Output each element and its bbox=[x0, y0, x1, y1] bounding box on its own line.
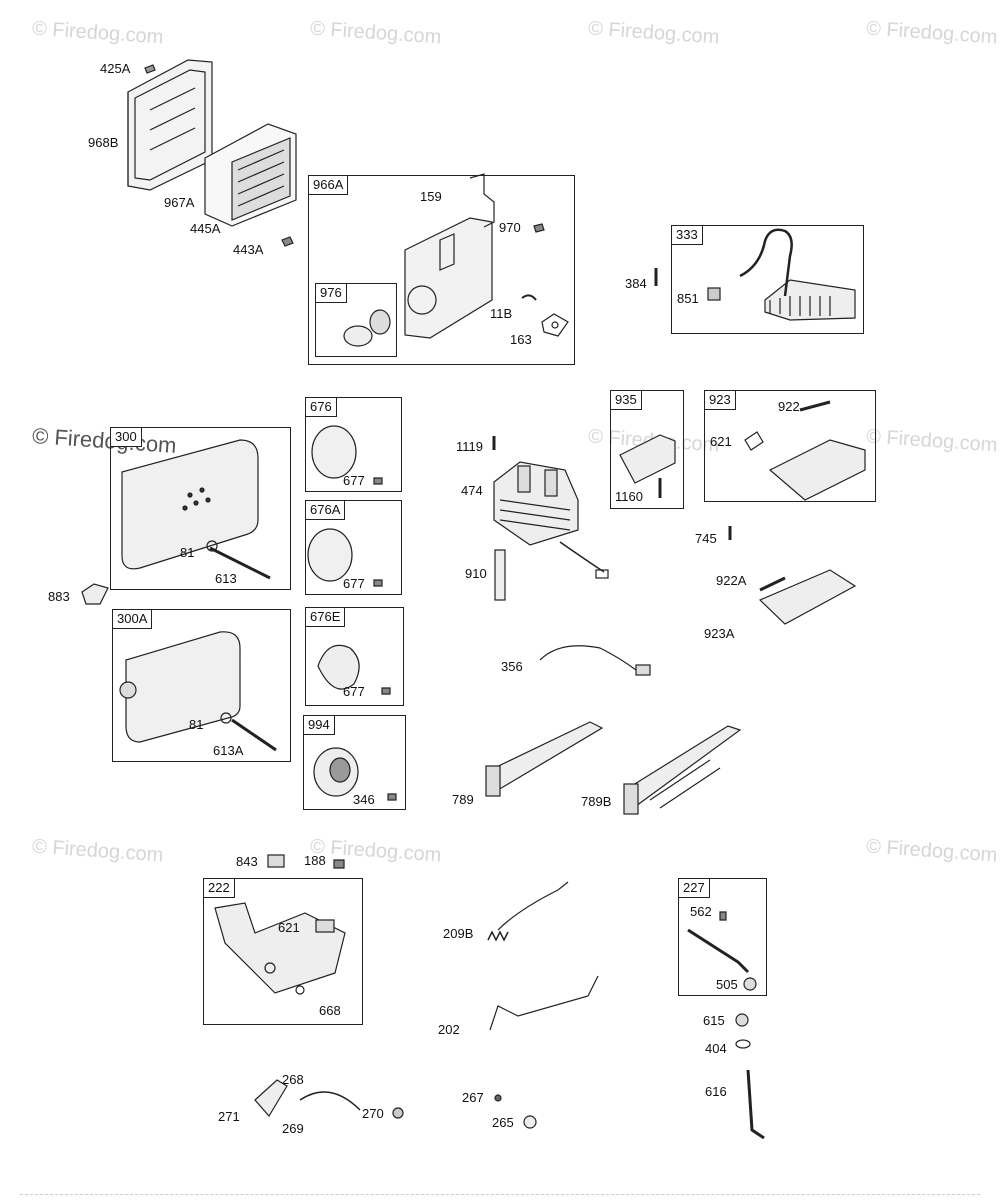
part-label: 443A bbox=[233, 242, 264, 257]
part-label: 789B bbox=[581, 794, 612, 809]
callout-tag: 976 bbox=[315, 283, 347, 303]
ignition-coil-drawing bbox=[654, 228, 856, 321]
heat-shield-drawings bbox=[307, 425, 397, 801]
part-label: 384 bbox=[625, 276, 647, 291]
harness-drawings bbox=[485, 721, 742, 815]
part-label: 356 bbox=[501, 659, 523, 674]
part-label: 404 bbox=[705, 1041, 727, 1056]
callout-box-923: 923 bbox=[704, 390, 876, 502]
callout-box-676E: 676E bbox=[305, 607, 404, 706]
lever-drawing bbox=[687, 911, 765, 1140]
callout-tag: 333 bbox=[671, 225, 703, 245]
governor-bracket-drawing bbox=[214, 902, 346, 995]
part-label: 425A bbox=[100, 61, 131, 76]
part-label: 922 bbox=[778, 399, 800, 414]
part-label: 745 bbox=[695, 531, 717, 546]
callout-tag: 966A bbox=[308, 175, 349, 195]
part-label: 269 bbox=[282, 1121, 304, 1136]
part-label: 970 bbox=[499, 220, 521, 235]
part-label: 474 bbox=[461, 483, 483, 498]
part-label: 81 bbox=[189, 717, 204, 732]
callout-box-966A: 966A bbox=[308, 175, 575, 365]
part-label: 613 bbox=[215, 571, 237, 586]
control-bracket-drawings bbox=[619, 400, 866, 625]
part-label: 1119 bbox=[456, 439, 483, 454]
part-label: 159 bbox=[420, 189, 442, 204]
part-label: 505 bbox=[716, 977, 738, 992]
part-label: 968B bbox=[88, 135, 119, 150]
callout-tag: 676E bbox=[305, 607, 346, 627]
part-label: 843 bbox=[236, 854, 258, 869]
part-label: 163 bbox=[510, 332, 532, 347]
part-label: 445A bbox=[190, 221, 221, 236]
part-label: 1160 bbox=[615, 489, 643, 504]
callout-box-676A: 676A bbox=[305, 500, 402, 595]
part-label: 188 bbox=[304, 853, 326, 868]
part-label: 621 bbox=[710, 434, 732, 449]
part-label: 910 bbox=[465, 566, 487, 581]
part-label: 616 bbox=[705, 1084, 727, 1099]
armature-drawing bbox=[492, 436, 609, 601]
muffler-drawing bbox=[121, 439, 271, 580]
callout-tag: 994 bbox=[303, 715, 335, 735]
callout-box-300: 300 bbox=[110, 427, 291, 590]
callout-tag: 935 bbox=[610, 390, 642, 410]
callout-box-227: 227 bbox=[678, 878, 767, 996]
part-label: 923A bbox=[704, 626, 735, 641]
callout-tag: 227 bbox=[678, 878, 710, 898]
part-label: 562 bbox=[690, 904, 712, 919]
callout-box-333: 333 bbox=[671, 225, 864, 334]
part-label: 202 bbox=[438, 1022, 460, 1037]
gasket-drawing bbox=[81, 583, 109, 605]
part-label: 265 bbox=[492, 1115, 514, 1130]
callout-box-676: 676 bbox=[305, 397, 402, 492]
part-label: 851 bbox=[677, 291, 699, 306]
part-label: 677 bbox=[343, 684, 365, 699]
part-label: 267 bbox=[462, 1090, 484, 1105]
part-label: 967A bbox=[164, 195, 195, 210]
part-label: 346 bbox=[353, 792, 375, 807]
linkage-drawings bbox=[254, 881, 599, 1129]
part-label: 922A bbox=[716, 573, 747, 588]
callout-tag: 676 bbox=[305, 397, 337, 417]
part-label: 11B bbox=[490, 306, 513, 321]
callout-box-994: 994 bbox=[303, 715, 406, 810]
callout-tag: 222 bbox=[203, 878, 235, 898]
part-label: 789 bbox=[452, 792, 474, 807]
part-label: 81 bbox=[180, 545, 195, 560]
callout-box-300A: 300A bbox=[112, 609, 291, 762]
callout-tag: 300A bbox=[112, 609, 153, 629]
part-label: 613A bbox=[213, 743, 244, 758]
page-footer-divider bbox=[20, 1194, 980, 1196]
callout-box-222: 222 bbox=[203, 878, 363, 1025]
wire-drawing bbox=[539, 645, 637, 671]
part-label: 270 bbox=[362, 1106, 384, 1121]
clip-drawing bbox=[267, 854, 285, 868]
blower-housing-drawing bbox=[343, 173, 569, 347]
part-label: 615 bbox=[703, 1013, 725, 1028]
part-label: 883 bbox=[48, 589, 70, 604]
part-label: 271 bbox=[218, 1109, 240, 1124]
air-cleaner-cover-drawing bbox=[127, 59, 213, 191]
muffler-300A-drawing bbox=[119, 631, 277, 752]
part-label: 677 bbox=[343, 576, 365, 591]
part-label: 668 bbox=[319, 1003, 341, 1018]
callout-box-976: 976 bbox=[315, 283, 397, 357]
part-label: 677 bbox=[343, 473, 365, 488]
callout-box-935: 935 bbox=[610, 390, 684, 509]
part-label: 621 bbox=[278, 920, 300, 935]
callout-tag: 676A bbox=[305, 500, 346, 520]
part-label: 268 bbox=[282, 1072, 304, 1087]
callout-tag: 300 bbox=[110, 427, 142, 447]
callout-tag: 923 bbox=[704, 390, 736, 410]
part-label: 209B bbox=[443, 926, 474, 941]
air-filter-drawing bbox=[204, 123, 297, 227]
